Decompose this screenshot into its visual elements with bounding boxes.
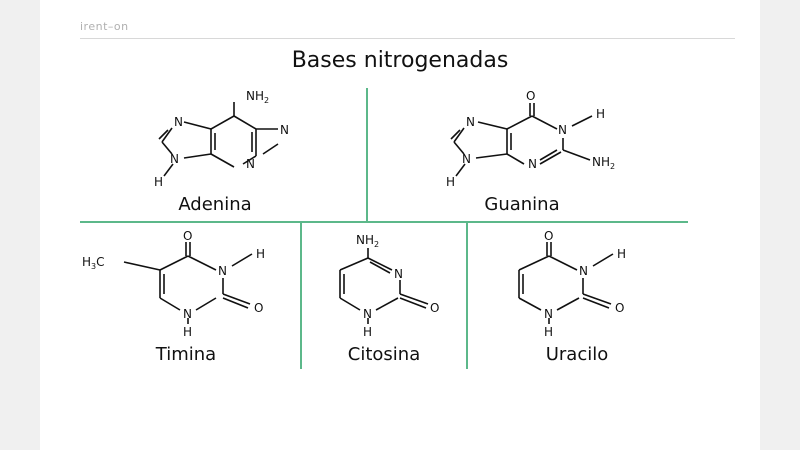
guanina-atom-o: O [526, 89, 535, 103]
adenina-atom-n: N [246, 157, 255, 171]
adenina-atom-h: H [154, 175, 163, 189]
timina-bond [159, 255, 189, 271]
guanina-bond [477, 121, 508, 130]
uracilo-bond [592, 253, 614, 267]
timina-bond [187, 255, 217, 271]
citosina-bond [399, 293, 429, 305]
adenina-atom-n: N [280, 123, 289, 137]
timina-structure: H3C O N H O N H [82, 229, 265, 339]
timina-bond [123, 261, 161, 271]
citosina-bond [339, 257, 369, 271]
guanina-bond [531, 115, 558, 130]
timina-atom-o: O [254, 301, 263, 315]
uracilo-atom-h: H [617, 247, 626, 261]
adenina-bond [233, 115, 278, 130]
uracilo-atom-n: N [544, 307, 553, 321]
uracilo-bond [582, 293, 612, 305]
uracilo-atom-o: O [544, 229, 553, 243]
citosina-label: Citosina [347, 344, 421, 365]
adenina-atom-n: N [174, 115, 183, 129]
citosina-bond [367, 257, 393, 271]
citosina-bond [339, 297, 361, 311]
guanina-atom-h: H [446, 175, 455, 189]
citosina-structure: NH2 N O N H [339, 233, 439, 339]
guanina-atom-h: H [596, 107, 605, 121]
adenina-atom-nh2: NH2 [246, 89, 269, 105]
guanina-bond [562, 149, 591, 161]
divider-horizontal [80, 221, 688, 223]
adenina-bond [242, 155, 257, 165]
header-rule [80, 38, 735, 39]
guanina-bond [450, 129, 461, 140]
guanina-bond [475, 153, 508, 159]
guanina-bond [571, 115, 593, 127]
timina-atom-n: N [218, 264, 227, 278]
uracilo-bond [548, 255, 578, 271]
adenina-bond [262, 143, 279, 155]
timina-atom-h3c: H3C [82, 255, 105, 271]
citosina-atom-n: N [363, 307, 372, 321]
adenina-label: Adenina [178, 194, 252, 215]
timina-atom-h: H [256, 247, 265, 261]
divider-vertical-top [366, 88, 368, 222]
uracilo-label: Uracilo [545, 344, 609, 365]
divider-vertical-bottom-right [466, 223, 468, 369]
guanina-bond [455, 163, 466, 177]
citosina-bond [399, 297, 427, 309]
timina-atom-h: H [183, 325, 192, 339]
citosina-atom-h: H [363, 325, 372, 339]
uracilo-atom-h: H [544, 325, 553, 339]
citosina-atom-n: N [394, 267, 403, 281]
uracilo-atom-o: O [615, 301, 624, 315]
timina-bond [222, 293, 251, 305]
adenina-bond [161, 141, 173, 155]
guanina-atom-n: N [462, 152, 471, 166]
timina-atom-o: O [183, 229, 192, 243]
uracilo-bond [518, 255, 550, 271]
guanina-structure: O N H N N N NH2 H [446, 89, 615, 189]
timina-label: Timina [155, 344, 217, 365]
guanina-bond [506, 115, 533, 130]
citosina-bond [369, 261, 391, 274]
timina-bond [231, 253, 253, 267]
uracilo-bond [582, 297, 610, 309]
adenina-bond [183, 121, 212, 130]
uracilo-structure: O N H O N H [518, 229, 626, 339]
slide-canvas [40, 0, 760, 450]
guanina-bond [539, 151, 562, 165]
adenina-bond [183, 153, 212, 159]
timina-atom-n: N [183, 307, 192, 321]
adenina-bond [161, 127, 173, 143]
adenina-bond [210, 115, 235, 130]
adenina-bond [210, 153, 235, 168]
guanina-bond [539, 149, 558, 161]
citosina-atom-nh2: NH2 [356, 233, 379, 249]
adenina-structure: NH2 N N N N H [154, 89, 289, 189]
adenina-atom-n: N [170, 152, 179, 166]
divider-vertical-bottom-left [300, 223, 302, 369]
guanina-atom-n: N [528, 157, 537, 171]
page-title: Bases nitrogenadas [291, 48, 509, 73]
header-fragment-text: irent–on [80, 20, 129, 33]
uracilo-bond [556, 297, 580, 311]
citosina-atom-o: O [430, 301, 439, 315]
guanina-atom-nh2: NH2 [592, 155, 615, 171]
guanina-atom-n: N [558, 123, 567, 137]
guanina-atom-n: N [466, 115, 475, 129]
guanina-bond [506, 153, 525, 165]
timina-bond [222, 297, 249, 309]
timina-bond [159, 297, 181, 311]
guanina-bond [453, 141, 465, 155]
adenina-bond [158, 129, 169, 140]
uracilo-bond [518, 297, 542, 311]
guanina-bond [453, 127, 465, 143]
uracilo-atom-n: N [579, 264, 588, 278]
adenina-bond [163, 163, 174, 177]
citosina-bond [375, 297, 399, 311]
timina-bond [195, 297, 217, 311]
guanina-label: Guanina [484, 194, 560, 215]
